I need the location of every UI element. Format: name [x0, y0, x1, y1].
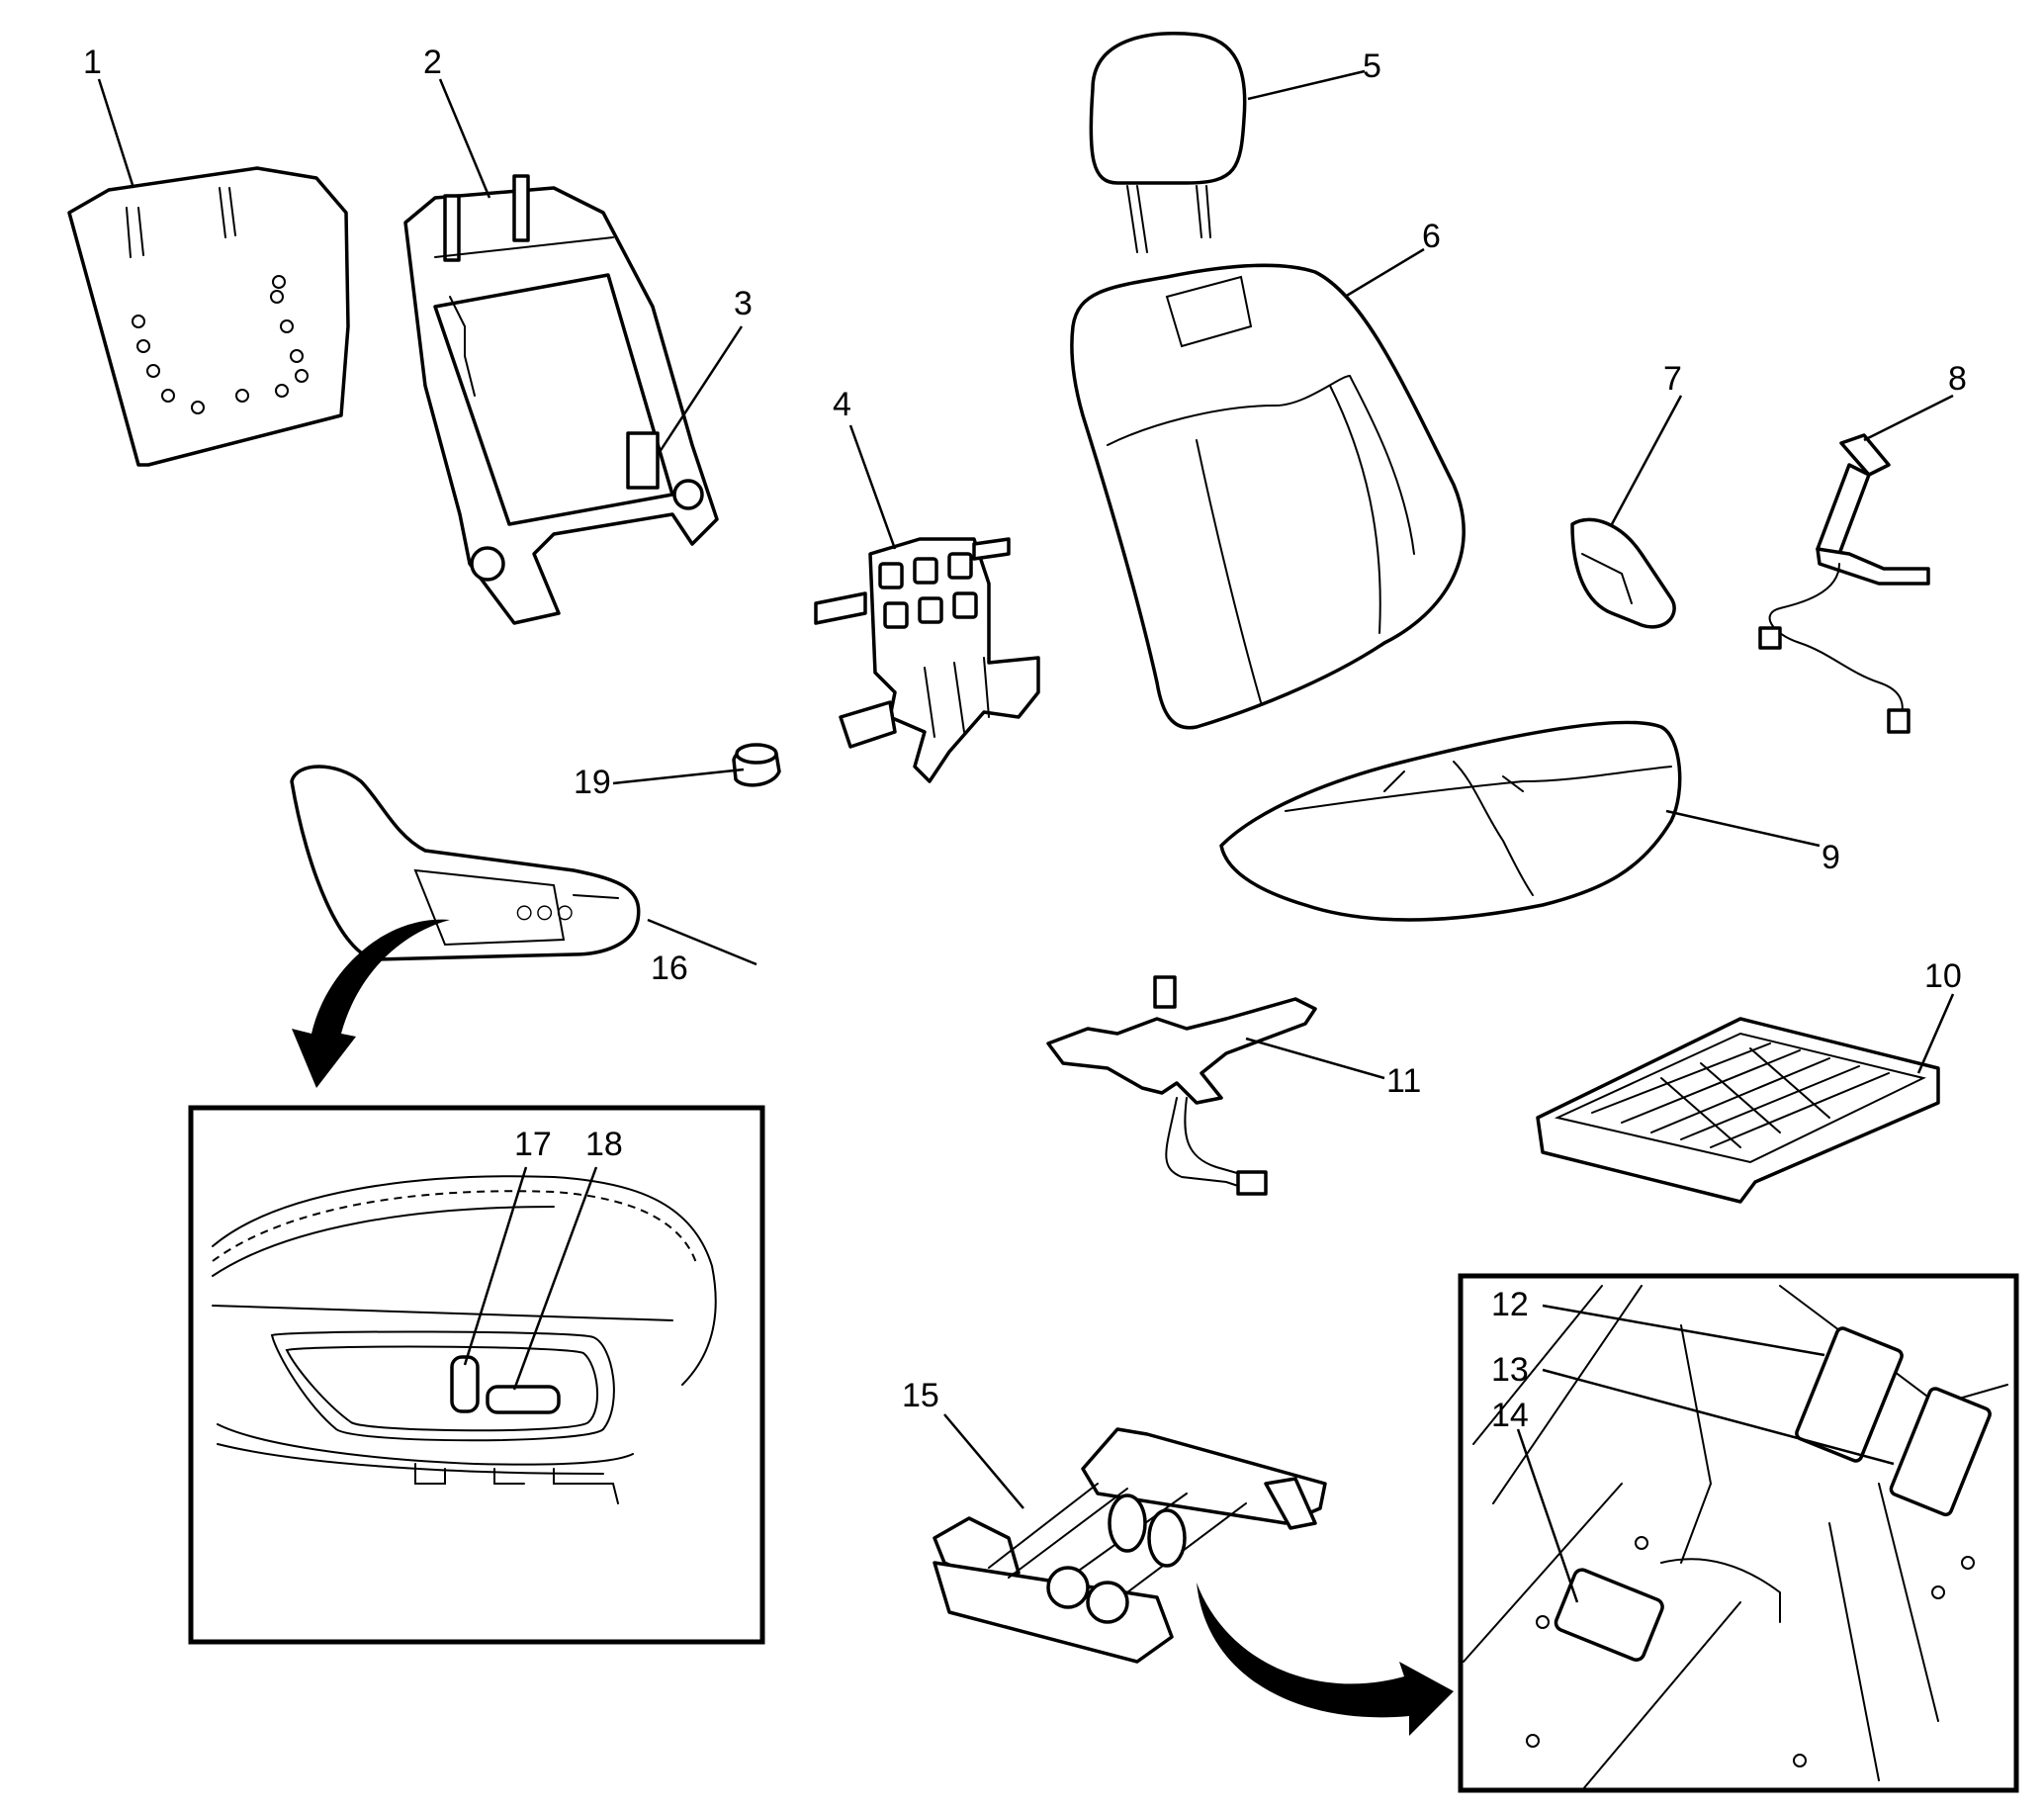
- motor-12: [1795, 1326, 1904, 1463]
- callout-19: 19: [574, 764, 611, 801]
- callout-11: 11: [1386, 1062, 1421, 1100]
- motor-13: [1889, 1387, 1992, 1517]
- arrow-to-switch-inset: [292, 919, 450, 1088]
- callout-7: 7: [1663, 360, 1682, 398]
- trim-cover: [1570, 517, 1676, 629]
- adjuster-knob: [732, 743, 781, 787]
- callout-16: 16: [651, 950, 688, 987]
- callout-4: 4: [833, 386, 851, 423]
- callout-15: 15: [902, 1377, 939, 1414]
- callout-5: 5: [1363, 47, 1381, 85]
- seat-back-frame: [403, 174, 719, 625]
- callout-13: 13: [1491, 1351, 1529, 1389]
- wiring-harness: [1046, 975, 1317, 1196]
- seat-back-cushion: [1070, 263, 1466, 730]
- motor-detail-inset: [1458, 1273, 2019, 1793]
- callout-10: 10: [1924, 957, 1962, 995]
- headrest: [1089, 32, 1247, 253]
- switch-symbol: ○○○: [514, 893, 576, 931]
- callout-3: 3: [734, 285, 753, 322]
- seat-back-panel: [67, 166, 350, 467]
- callout-12: 12: [1491, 1286, 1529, 1323]
- callout-18: 18: [585, 1126, 623, 1163]
- callout-2: 2: [423, 44, 442, 81]
- lumbar-support: [814, 537, 1040, 783]
- arrow-to-motor-inset: [1197, 1583, 1454, 1736]
- side-trim-panel: ○○○: [290, 765, 641, 961]
- callout-9: 9: [1822, 839, 1840, 876]
- callout-6: 6: [1422, 218, 1441, 255]
- seat-adjuster-track: [933, 1427, 1327, 1664]
- motor-14: [1554, 1568, 1664, 1662]
- seat-cushion: [1219, 720, 1682, 922]
- callout-labels: 1 2 3 4 5 6 7 8 9 10 11 12 13 14 15 16 1…: [83, 44, 1967, 1434]
- seat-adjuster-switch-horizontal: [486, 1385, 561, 1414]
- callout-8: 8: [1948, 360, 1967, 398]
- seat-belt-buckle: [1758, 433, 1930, 734]
- switch-detail-inset: [188, 1105, 765, 1645]
- seat-cushion-frame: [1536, 1017, 1940, 1204]
- leader-lines: [97, 69, 1955, 1603]
- callout-1: 1: [83, 44, 102, 81]
- seat-adjuster-switch-vertical: [450, 1355, 480, 1413]
- callout-17: 17: [514, 1126, 552, 1163]
- callout-14: 14: [1491, 1397, 1529, 1434]
